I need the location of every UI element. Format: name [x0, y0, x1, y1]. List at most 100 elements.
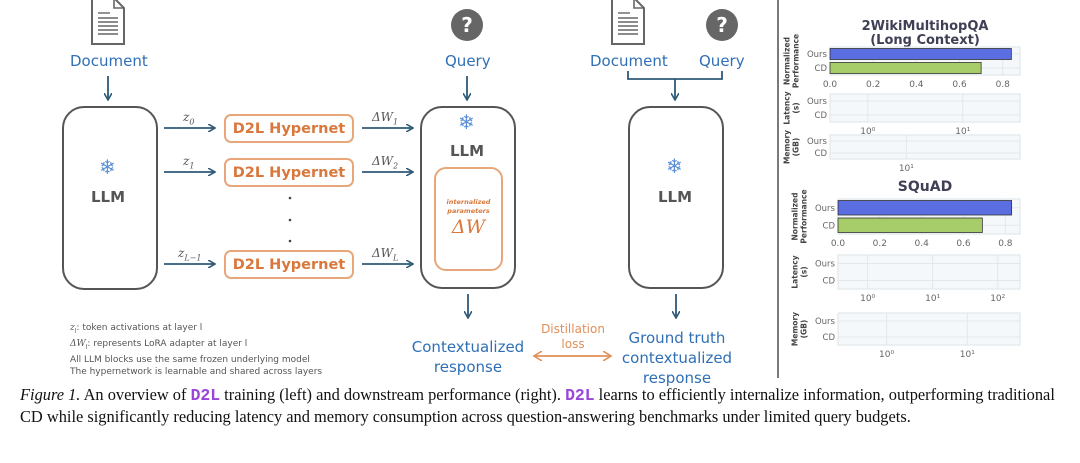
document-label: Document	[70, 52, 148, 70]
y-category-label: CD	[815, 111, 828, 121]
z0-label: z0	[183, 110, 194, 126]
dwL-base: ΔW	[372, 246, 393, 260]
x-tick-label: 10⁰	[860, 294, 875, 304]
y-axis-label: Normalized	[791, 193, 800, 241]
hypernet-box-1: D2L Hypernet	[224, 114, 354, 143]
zL-sub: L−1	[184, 253, 202, 263]
x-tick-label: 0.8	[996, 80, 1011, 90]
title-line-1: SQuAD	[897, 179, 953, 195]
title-line-1: 2WikiMultihopQA	[861, 19, 989, 34]
bar-ours	[837, 200, 1013, 216]
dwL-sub: L	[393, 253, 399, 263]
document-icon	[91, 0, 125, 45]
gt-line-2: contextualized	[621, 349, 733, 367]
z1-sub: 1	[189, 161, 195, 171]
reference-llm-box	[628, 106, 724, 289]
x-tick-label: 0.4	[915, 239, 930, 249]
reference-llm-label: LLM	[658, 188, 693, 206]
contextualized-response-label: Contextualized response	[408, 337, 528, 377]
y-category-label: Ours	[807, 97, 828, 107]
y-axis-label: (s)	[800, 266, 809, 277]
figure-caption: Figure 1. An overview of D2L training (l…	[20, 384, 1070, 427]
title-line-2: (Long Context)	[870, 33, 980, 48]
plot-area	[829, 134, 1021, 160]
z0-sub: 0	[189, 117, 195, 127]
caption-figure-label: Figure 1.	[20, 385, 81, 404]
note-line: All LLM blocks use the same frozen under…	[70, 354, 310, 365]
note-line: The hypernetwork is learnable and shared…	[70, 366, 323, 377]
note-sym: z	[70, 323, 75, 333]
response-line-1: Contextualized	[411, 338, 525, 356]
query-label-right: Query	[699, 52, 745, 70]
z1-label: z1	[183, 154, 194, 170]
svg-text:?: ?	[461, 13, 473, 37]
plot-area	[837, 312, 1021, 346]
x-tick-label: 0.4	[909, 80, 924, 90]
gt-line-3: response	[642, 369, 712, 387]
z1-base: z	[183, 154, 190, 168]
dwL-label: ΔWL	[372, 246, 398, 262]
x-tick-label: 0.6	[956, 239, 971, 249]
y-axis-label: Performance	[792, 34, 801, 88]
y-axis-label: Performance	[800, 189, 809, 243]
chart-title-squad: SQuAD	[830, 180, 1020, 194]
ground-truth-response-label: Ground truth contextualized response	[612, 328, 742, 388]
llm-label: LLM	[91, 188, 126, 206]
ellipsis-dot	[288, 218, 292, 222]
chart-title-2wiki: 2WikiMultihopQA (Long Context)	[830, 20, 1020, 48]
merge-bracket	[627, 71, 723, 80]
ellipsis-dot	[288, 239, 292, 243]
y-axis-label: Latency	[783, 91, 792, 124]
internalized-label: internalized parameters	[434, 198, 503, 216]
y-axis-label: (s)	[792, 102, 801, 113]
y-axis-label: Memory	[791, 312, 800, 346]
note-line: ΔWl: represents LoRA adapter at layer l	[70, 338, 322, 354]
y-category-label: Ours	[815, 260, 836, 270]
y-axis-label: Latency	[791, 255, 800, 288]
student-llm-label: LLM	[450, 142, 485, 160]
note-line: zl: token activations at layer l	[70, 322, 322, 338]
diagram-svg: ? ?	[91, 0, 779, 378]
plot-area	[829, 93, 1021, 123]
y-category-label: Ours	[815, 317, 836, 327]
internalized-line-2: parameters	[447, 207, 490, 215]
plot-area	[837, 254, 1021, 290]
delta-w-label: ΔW	[451, 216, 486, 238]
x-tick-label: 10¹	[955, 127, 970, 137]
distillation-loss-label: Distillation loss	[536, 322, 610, 352]
y-axis-label: (GB)	[792, 138, 801, 157]
y-category-label: CD	[823, 277, 836, 287]
caption-d2l: D2L	[190, 386, 221, 405]
loss-line-1: Distillation	[541, 322, 605, 336]
dw1-label: ΔW1	[372, 110, 398, 126]
x-tick-label: 0.2	[866, 80, 880, 90]
question-icon: ?	[451, 9, 483, 41]
snowflake-icon: ❄	[666, 154, 683, 178]
hypernet-box-2: D2L Hypernet	[224, 158, 354, 187]
bar-cd	[829, 62, 982, 74]
x-tick-label: 0.2	[873, 239, 887, 249]
internalized-line-1: internalized	[446, 198, 491, 206]
hypernet-box-L: D2L Hypernet	[224, 250, 354, 279]
caption-text: training (left) and downstream performan…	[220, 385, 566, 404]
y-category-label: CD	[823, 333, 836, 343]
note-sub: l	[74, 327, 77, 335]
x-tick-label: 10²	[990, 294, 1005, 304]
response-line-2: response	[433, 358, 503, 376]
internalized-params-box	[434, 167, 503, 271]
gt-line-1: Ground truth	[628, 329, 726, 347]
caption-d2l: D2L	[565, 386, 595, 405]
x-tick-label: 10⁰	[879, 350, 894, 360]
x-tick-label: 0.8	[998, 239, 1013, 249]
x-tick-label: 10¹	[960, 350, 975, 360]
student-llm-box	[420, 106, 516, 289]
note-text: : token activations at layer l	[76, 323, 203, 333]
x-tick-label: 0.0	[831, 239, 846, 249]
note-sub: l	[85, 343, 88, 351]
note-text: : represents LoRA adapter at layer l	[87, 338, 248, 349]
y-category-label: CD	[815, 64, 828, 74]
loss-line-2: loss	[561, 337, 585, 351]
x-tick-label: 10⁰	[860, 127, 875, 137]
snowflake-icon: ❄	[99, 155, 116, 179]
bar-cd	[837, 217, 983, 233]
